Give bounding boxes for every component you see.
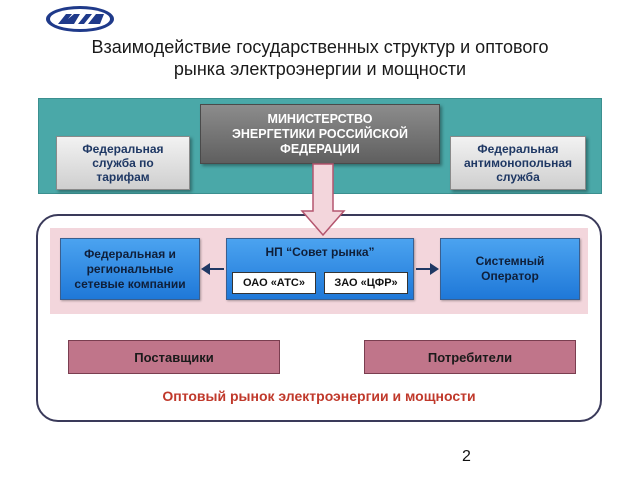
fas-line-1: Федеральная: [477, 142, 559, 156]
ministry-line-2: ЭНЕРГЕТИКИ РОССИЙСКОЙ: [231, 126, 408, 141]
market-council-label: НП “Совет рынка”: [265, 245, 375, 259]
market-label: Оптовый рынок электроэнергии и мощности: [162, 388, 476, 404]
grid-line-2: региональные: [86, 261, 174, 276]
consumers-label: Потребители: [427, 349, 513, 365]
system-operator-box: Системный Оператор: [440, 238, 580, 300]
ats-box: ОАО «АТС»: [232, 272, 316, 294]
fst-line-3: тарифам: [96, 170, 150, 184]
right-arrow-icon: [416, 263, 439, 275]
cfr-label: ЗАО «ЦФР»: [334, 277, 398, 289]
grid-companies-box: Федеральная и региональные сетевые компа…: [60, 238, 200, 300]
suppliers-label: Поставщики: [134, 349, 214, 365]
title-line-2: рынка электроэнергии и мощности: [173, 59, 467, 79]
grid-line-1: Федеральная и: [84, 246, 176, 261]
fst-line-2: служба по: [92, 156, 154, 170]
ministry-line-3: ФЕДЕРАЦИИ: [280, 141, 360, 156]
fas-line-2: антимонопольная: [463, 156, 572, 170]
suppliers-box: Поставщики: [68, 340, 280, 374]
federal-tariff-service-box: Федеральная служба по тарифам: [56, 136, 190, 190]
title-line-1: Взаимодействие государственных структур …: [91, 37, 549, 57]
grid-line-3: сетевые компании: [74, 276, 186, 291]
company-logo: [44, 4, 116, 34]
left-arrow-icon: [201, 263, 224, 275]
cfr-box: ЗАО «ЦФР»: [324, 272, 408, 294]
ats-label: ОАО «АТС»: [243, 277, 305, 289]
down-arrow-icon: [300, 163, 346, 237]
page-title: Взаимодействие государственных структур …: [0, 36, 640, 80]
operator-line-2: Оператор: [481, 269, 539, 283]
fst-line-1: Федеральная: [82, 142, 164, 156]
ministry-line-1: МИНИСТЕРСТВО: [267, 111, 373, 126]
antimonopoly-service-box: Федеральная антимонопольная служба: [450, 136, 586, 190]
consumers-box: Потребители: [364, 340, 576, 374]
fas-line-3: служба: [496, 170, 540, 184]
ministry-of-energy-box: МИНИСТЕРСТВО ЭНЕРГЕТИКИ РОССИЙСКОЙ ФЕДЕР…: [200, 104, 440, 164]
operator-line-1: Системный: [475, 254, 545, 268]
page-number: 2: [462, 448, 471, 465]
